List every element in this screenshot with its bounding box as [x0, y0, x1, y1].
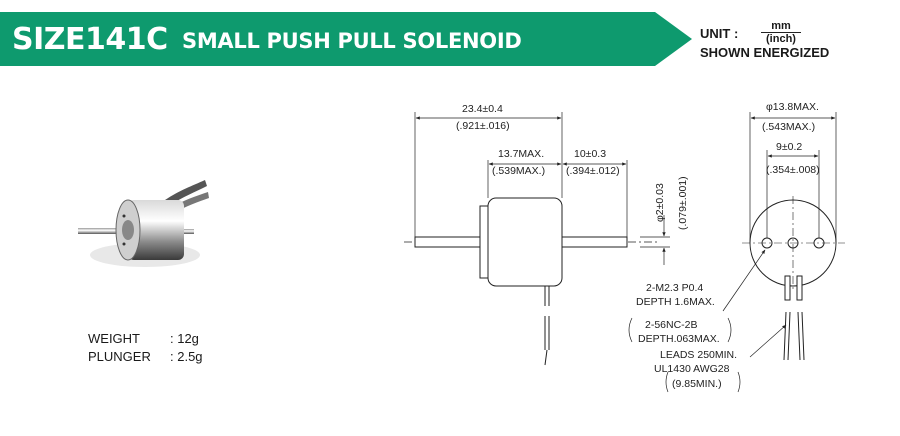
unit-mm: mm: [761, 20, 801, 33]
dim-body-dia-mm: φ13.8MAX.: [766, 101, 819, 113]
note-thread-1: 2-M2.3 P0.4: [646, 282, 703, 294]
end-view: [742, 196, 845, 361]
model-title: SIZE141C: [12, 22, 168, 57]
dim-body-dia-in: (.543MAX.): [762, 121, 815, 133]
note-thread-4: DEPTH.063MAX.: [638, 333, 720, 345]
banner-shape: [0, 12, 692, 66]
side-view-labels: 23.4±0.4 (.921±.016) 13.7MAX. (.539MAX.)…: [456, 103, 689, 230]
spec-value: : 2.5g: [170, 349, 203, 364]
product-photo: [78, 180, 209, 267]
dim-plunger-in: (.394±.012): [566, 165, 620, 177]
dim-plunger-dia-in: (.079±.001): [677, 176, 689, 230]
end-view-labels: φ13.8MAX. (.543MAX.) 9±0.2 (.354±.008): [762, 101, 820, 176]
dim-pitch-in: (.354±.008): [766, 164, 820, 176]
title-banner: [0, 12, 692, 66]
dim-plunger-mm: 10±0.3: [574, 148, 606, 160]
side-view-dimensions: [414, 112, 670, 265]
dim-overall-in: (.921±.016): [456, 120, 510, 132]
dim-overall-mm: 23.4±0.4: [462, 103, 503, 115]
unit-fraction: mm (inch): [761, 20, 801, 45]
spec-value: : 12g: [170, 331, 199, 346]
spec-weight: WEIGHT : 12g: [88, 330, 203, 348]
dim-plunger-dia-mm: φ2±0.03: [654, 183, 666, 222]
notes-leaders: [628, 249, 787, 393]
note-thread-3: 2-56NC-2B: [645, 319, 698, 331]
product-title: SMALL PUSH PULL SOLENOID: [182, 29, 522, 53]
note-thread-2: DEPTH 1.6MAX.: [636, 296, 715, 308]
spec-label: WEIGHT: [88, 331, 140, 346]
dim-body-in: (.539MAX.): [492, 165, 545, 177]
note-leads-3: (9.85MIN.): [672, 378, 722, 390]
shown-state: SHOWN ENERGIZED: [700, 45, 830, 60]
dim-pitch-mm: 9±0.2: [776, 141, 802, 153]
side-view: [404, 197, 660, 366]
dim-body-mm: 13.7MAX.: [498, 148, 544, 160]
note-leads-1: LEADS 250MIN.: [660, 349, 737, 361]
note-leads-2: UL1430 AWG28: [654, 363, 730, 375]
spec-label: PLUNGER: [88, 349, 151, 364]
spec-plunger: PLUNGER : 2.5g: [88, 348, 203, 366]
specs-list: WEIGHT : 12g PLUNGER : 2.5g: [88, 330, 203, 366]
unit-inch: (inch): [766, 33, 796, 45]
end-view-dimensions: [749, 112, 837, 243]
notes-labels: 2-M2.3 P0.4 DEPTH 1.6MAX. 2-56NC-2B DEPT…: [636, 282, 737, 390]
unit-label: UNIT :: [700, 26, 739, 41]
